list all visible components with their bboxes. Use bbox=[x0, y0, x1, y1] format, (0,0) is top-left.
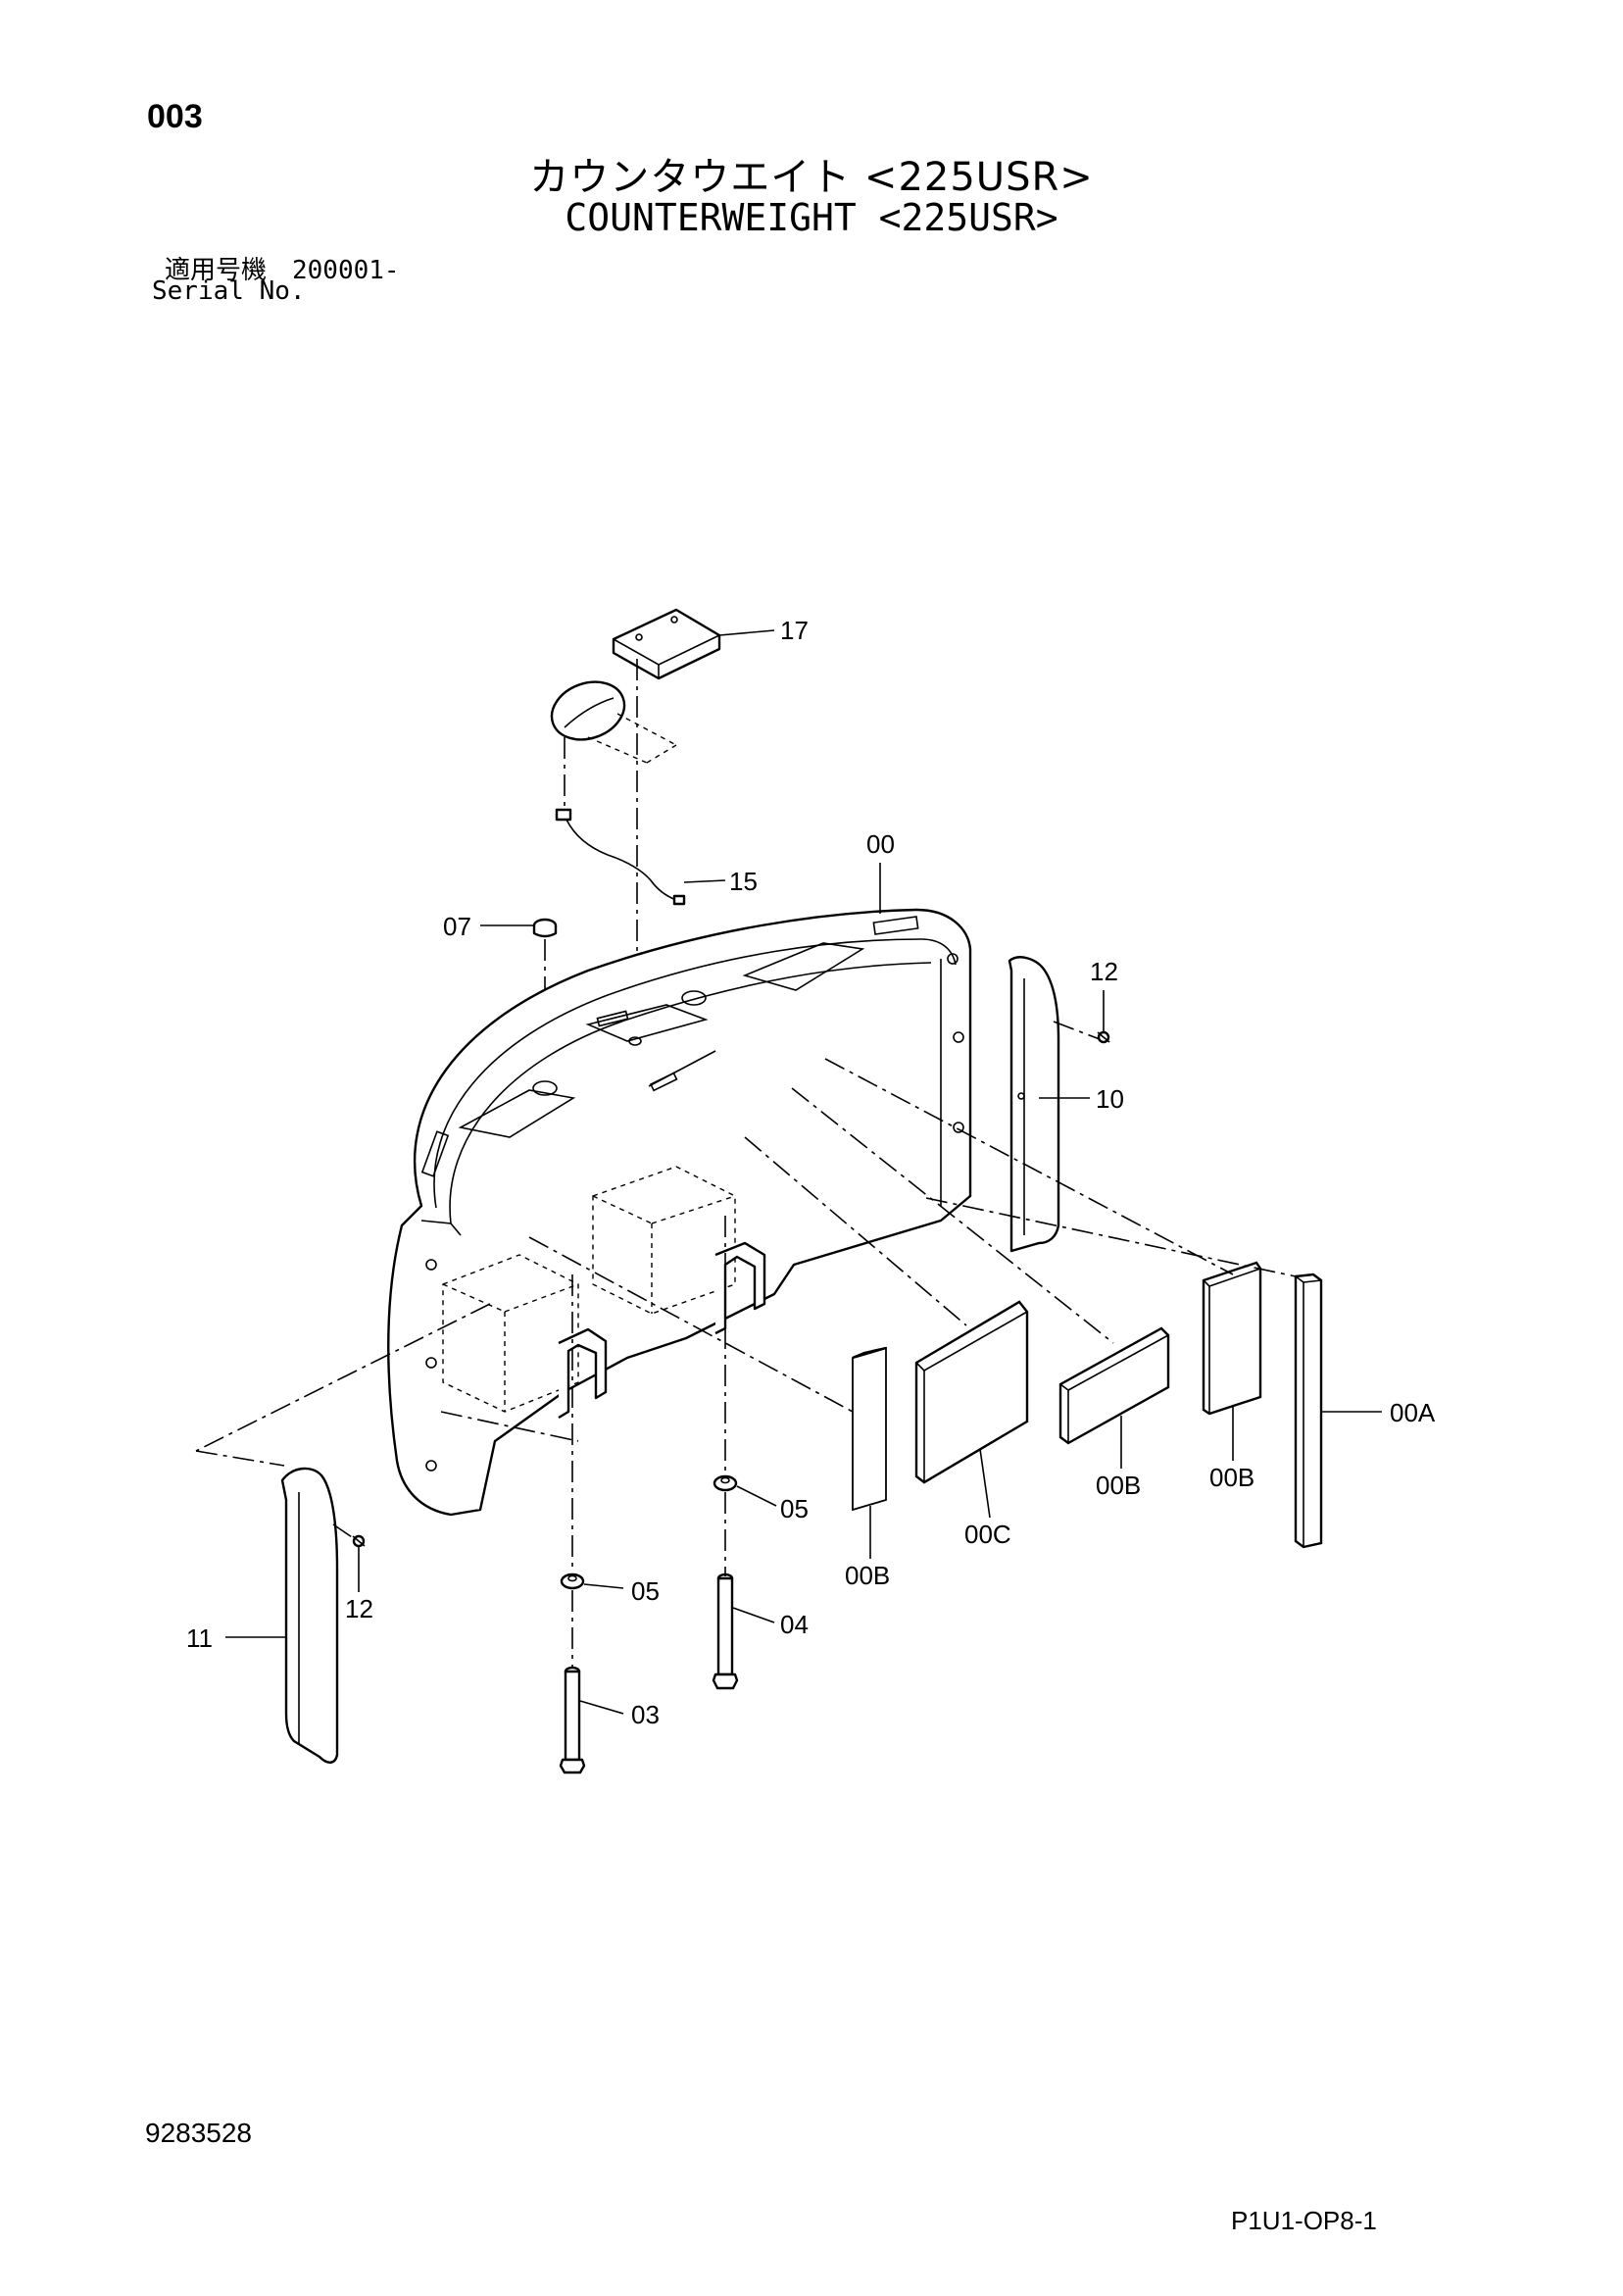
serial-applicable-label: 適用号機 200001- bbox=[165, 256, 400, 285]
part-12-bolt-upper bbox=[1097, 1030, 1110, 1044]
leader-00C bbox=[979, 1448, 991, 1519]
part-03-bolt bbox=[559, 1666, 586, 1774]
callout-11: 11 bbox=[186, 1623, 213, 1653]
title-japanese: カウンタウエイト <225USR> bbox=[529, 155, 1094, 200]
callout-07: 07 bbox=[443, 912, 471, 941]
part-00B-pad-left bbox=[852, 1346, 887, 1512]
callout-15: 15 bbox=[729, 867, 758, 896]
part-07-plug bbox=[532, 918, 558, 938]
leader-04 bbox=[732, 1607, 775, 1623]
callout-12-upper: 12 bbox=[1090, 957, 1118, 986]
leader-15 bbox=[683, 879, 726, 883]
callout-00: 00 bbox=[866, 829, 895, 859]
callout-05-lower: 05 bbox=[631, 1576, 660, 1606]
serial-number-label: Serial No. bbox=[152, 276, 306, 306]
part-11-left-cover bbox=[280, 1467, 339, 1764]
footer-page-code: P1U1-OP8-1 bbox=[1231, 2206, 1377, 2235]
callout-10: 10 bbox=[1096, 1084, 1124, 1114]
leader-05-lower bbox=[583, 1583, 624, 1589]
page-number: 003 bbox=[147, 98, 203, 135]
callout-00A: 00A bbox=[1390, 1398, 1436, 1427]
part-00B-pad-middle bbox=[1058, 1326, 1170, 1445]
callout-00B-right: 00B bbox=[1209, 1463, 1254, 1492]
callout-03: 03 bbox=[631, 1700, 660, 1729]
part-05-washer-upper bbox=[713, 1474, 738, 1492]
part-00-counterweight-body bbox=[387, 908, 972, 1517]
part-00A-strip bbox=[1294, 1273, 1323, 1549]
callout-00C: 00C bbox=[964, 1520, 1011, 1549]
part-17-bracket bbox=[612, 608, 721, 680]
callout-12-lower: 12 bbox=[345, 1594, 373, 1623]
leader-17 bbox=[718, 629, 775, 636]
callout-00B-left: 00B bbox=[845, 1561, 890, 1590]
part-05-washer-lower bbox=[560, 1572, 585, 1590]
callout-00B-middle: 00B bbox=[1096, 1471, 1141, 1500]
leader-03 bbox=[579, 1700, 624, 1715]
callout-05-upper: 05 bbox=[780, 1494, 809, 1523]
part-12-bolt-lower bbox=[352, 1534, 366, 1548]
part-15-lamp bbox=[550, 680, 686, 906]
part-00B-pad-right bbox=[1202, 1261, 1262, 1416]
part-10-right-cover bbox=[1008, 956, 1060, 1253]
document-number: 9283528 bbox=[145, 2118, 253, 2148]
callout-17: 17 bbox=[780, 616, 809, 645]
callout-04: 04 bbox=[780, 1610, 809, 1639]
leader-05-upper bbox=[736, 1485, 777, 1507]
title-english: COUNTERWEIGHT <225USR> bbox=[565, 196, 1058, 239]
part-04-bolt bbox=[712, 1572, 739, 1690]
part-00C-pad-large bbox=[914, 1300, 1029, 1484]
